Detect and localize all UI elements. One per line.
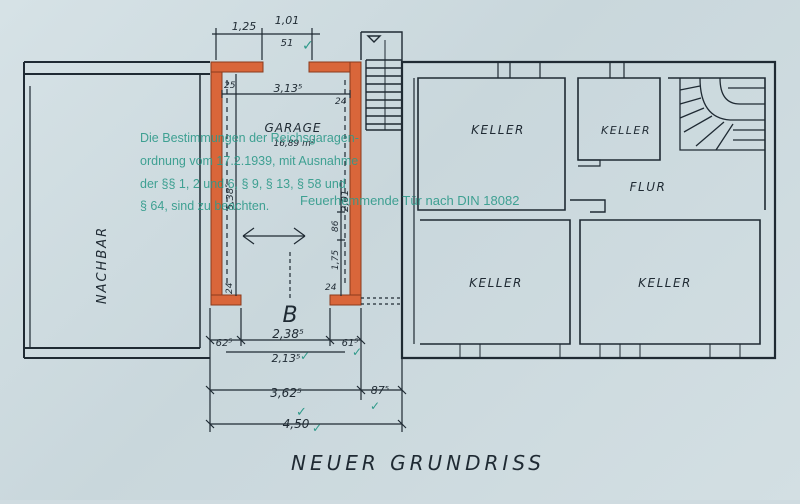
garage-area: 16,89 m² [273,139,314,149]
neighbor-building [23,61,210,359]
garage-label: GARAGE [265,121,322,135]
checkmark-icon: ✓ [300,349,310,363]
dim-wall-left-top: 25 [224,81,236,91]
stamp-line-3: der §§ 1, 2 und 6, § 9, § 13, § 58 und [140,177,346,191]
room-keller-bottom-right: KELLER [638,276,692,290]
checkmark-icon: ✓ [302,38,314,54]
dim-wall-right-bottom: 24 [325,283,337,293]
exterior-stair [360,31,403,300]
dim-height-right: 2,01 [340,190,351,212]
approval-stamp: Die Bestimmungen der Reichsgaragen- ordn… [140,131,519,213]
dim-wall-left-bottom: 24 [225,282,235,294]
checkmark-icon: ✓ [352,345,362,359]
stamp-line-1: Die Bestimmungen der Reichsgaragen- [140,131,359,145]
neighbor-label: NACHBAR [95,226,110,304]
dim-bottom-left-pier: 62⁵ [216,338,233,349]
dim-bottom-total-inner: 3,62⁵ [270,386,302,400]
stamp-line-2: ordnung vom 17.2.1939, mit Ausnahme [140,154,358,168]
dim-bottom-opening: 2,38⁵ [272,327,304,341]
room-keller-top-right: KELLER [601,124,651,137]
drawing-title: NEUER GRUNDRISS [291,451,545,475]
garage-wall-right [349,61,362,306]
vehicle-marker: B [282,303,297,328]
stamp-line-4: § 64, sind zu beachten. [140,199,269,213]
checkmark-icon: ✓ [312,421,322,435]
dim-top-door-sub: 51 [281,38,294,49]
interior-spiral-stair [679,77,765,151]
dim-bottom-clear: 2,13⁵ [272,352,301,365]
garage-inner-outline [226,80,346,286]
house-outline [400,60,777,360]
dim-height-right-lower: 1,75 [331,250,341,270]
checkmark-icon: ✓ [370,399,380,413]
garage-walls [210,61,362,306]
garage-wall-bottom-right [329,294,362,306]
garage-wall-bottom-left [210,294,242,306]
checkmark-icon: ✓ [296,405,307,420]
dim-bottom-overall: 4,50 [283,417,310,431]
dim-bottom-right-part: 87⁵ [371,384,389,397]
dim-top-door: 1,01 [275,14,300,27]
room-keller-top-left: KELLER [471,123,525,137]
bottom-dimension-lines [205,308,407,432]
dim-bottom-right-pier: 61⁵ [342,338,359,349]
garage-dimension-lines [212,28,402,305]
stamp-line-5: Feuerhemmende Tür nach DIN 18082 [300,193,519,208]
room-keller-bottom-left: KELLER [469,276,523,290]
dim-inner-width: 3,13⁵ [274,82,303,95]
dim-height-right-mid: 86 [331,220,341,232]
dim-top-left: 1,25 [232,20,257,33]
garage-wall-top-left [210,61,264,73]
dim-wall-right-top: 24 [335,97,347,107]
room-flur: FLUR [630,180,667,194]
dim-height-left: 5,38⁵ [225,184,236,210]
